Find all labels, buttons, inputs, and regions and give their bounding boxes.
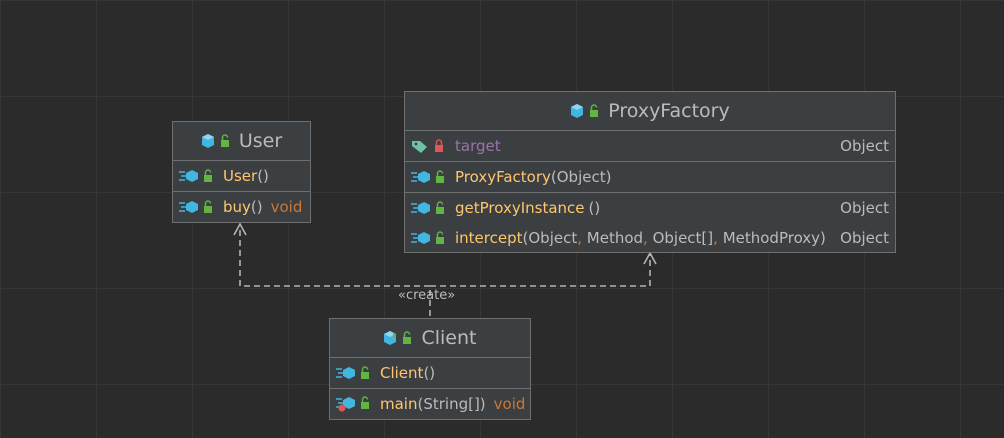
class-icon (383, 330, 415, 346)
class-header: User (173, 122, 310, 161)
param-separator: , (713, 229, 718, 247)
method-row[interactable]: intercept ( Object , Method , Object[] ,… (405, 223, 895, 253)
class-header: ProxyFactory (405, 92, 895, 131)
method-icon (411, 201, 447, 215)
class-icon (201, 133, 233, 149)
constructor-row[interactable]: ProxyFactory (Object) (405, 162, 895, 192)
class-box-user[interactable]: User User () (172, 121, 311, 223)
arrowhead-user (233, 222, 247, 236)
param-open: ( (522, 229, 529, 247)
constructor-section: Client () (330, 358, 530, 389)
param-method: Method (582, 229, 644, 247)
method-name: buy (223, 198, 251, 216)
method-section: getProxyInstance () Object intercept ( O… (405, 193, 895, 253)
class-title: ProxyFactory (608, 100, 730, 122)
method-name: ProxyFactory (455, 168, 551, 186)
static-main-icon (336, 396, 372, 412)
constructor-row[interactable]: Client () (330, 358, 530, 388)
return-type: Object (840, 199, 889, 217)
field-name: target (455, 137, 501, 155)
method-name: User (223, 167, 258, 185)
method-section: main (String[]) void (330, 389, 530, 419)
method-params: (String[]) (417, 395, 486, 413)
arrowhead-proxyfactory (643, 251, 657, 265)
param-separator: , (577, 229, 582, 247)
class-title: User (238, 130, 283, 152)
method-params: () (423, 364, 436, 382)
class-icon (570, 103, 602, 119)
method-name: getProxyInstance (455, 199, 585, 217)
method-icon (411, 170, 447, 184)
method-row[interactable]: getProxyInstance () Object (405, 193, 895, 223)
method-params: () (257, 167, 269, 185)
return-type: Object (840, 229, 889, 247)
class-box-proxyfactory[interactable]: ProxyFactory target Object (404, 91, 896, 253)
method-icon (411, 231, 447, 245)
param-separator: , (643, 229, 648, 247)
field-type: Object (840, 137, 889, 155)
param-object: Object (528, 229, 578, 247)
method-params: () (588, 199, 601, 217)
method-icon (179, 200, 215, 214)
field-section: target Object (405, 131, 895, 162)
field-row[interactable]: target Object (405, 131, 895, 161)
field-tag-icon (411, 138, 447, 154)
method-row[interactable]: main (String[]) void (330, 389, 530, 419)
method-name: Client (380, 364, 424, 382)
dependency-line-proxyfactory (430, 255, 651, 287)
method-icon (179, 169, 215, 183)
method-name: main (380, 395, 418, 413)
method-row[interactable]: buy () void (173, 192, 310, 222)
class-header: Client (330, 319, 530, 358)
create-stereotype-label: «create» (398, 288, 456, 303)
class-title: Client (421, 327, 477, 349)
class-box-client[interactable]: Client Client () (329, 318, 531, 420)
constructor-section: ProxyFactory (Object) (405, 162, 895, 193)
return-type: void (493, 395, 526, 413)
method-params: () (250, 198, 263, 216)
return-type: void (270, 198, 303, 216)
method-section: buy () void (173, 192, 310, 222)
param-object-array: Object[] (647, 229, 714, 247)
method-name: intercept (455, 229, 523, 247)
constructor-row[interactable]: User () (173, 161, 310, 191)
constructor-section: User () (173, 161, 310, 192)
method-icon (336, 366, 372, 380)
dependency-line-user (239, 226, 431, 316)
method-params: (Object) (550, 168, 612, 186)
param-methodproxy: MethodProxy) (717, 229, 826, 247)
